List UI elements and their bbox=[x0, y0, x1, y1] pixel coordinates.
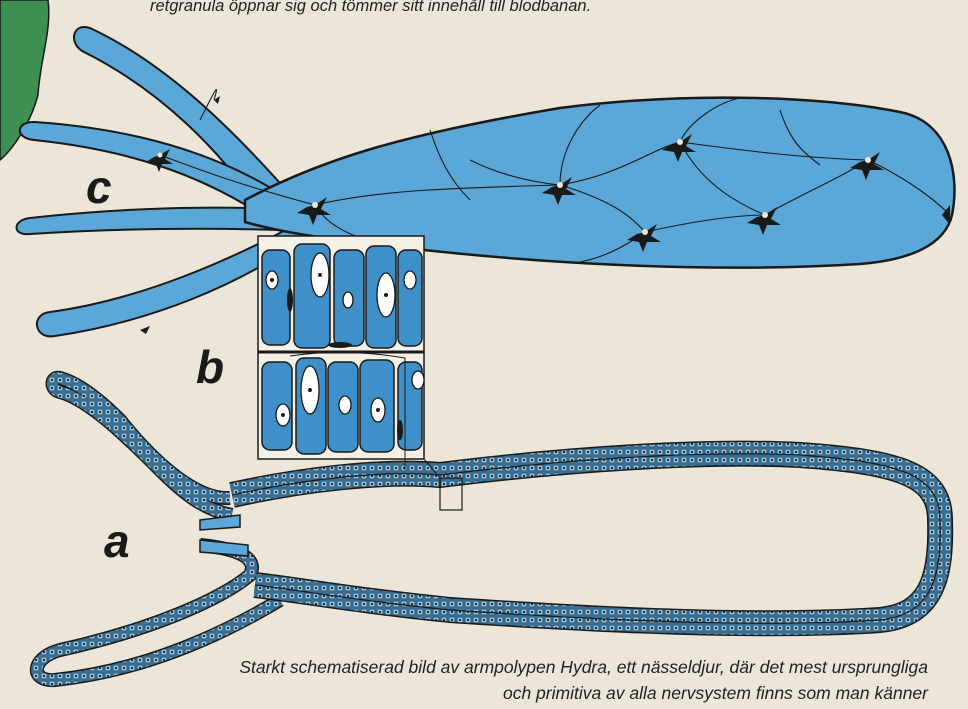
inset-b bbox=[258, 236, 424, 470]
label-c: c bbox=[86, 160, 112, 214]
hydra-a-section bbox=[37, 378, 940, 680]
caption-bottom: Starkt schematiserad bild av armpolypen … bbox=[208, 654, 928, 706]
label-b: b bbox=[196, 340, 224, 394]
caption-top: retgranula öppnar sig och tömmer sitt in… bbox=[150, 0, 591, 16]
hydra-c-body bbox=[17, 27, 955, 336]
label-a: a bbox=[104, 514, 130, 568]
